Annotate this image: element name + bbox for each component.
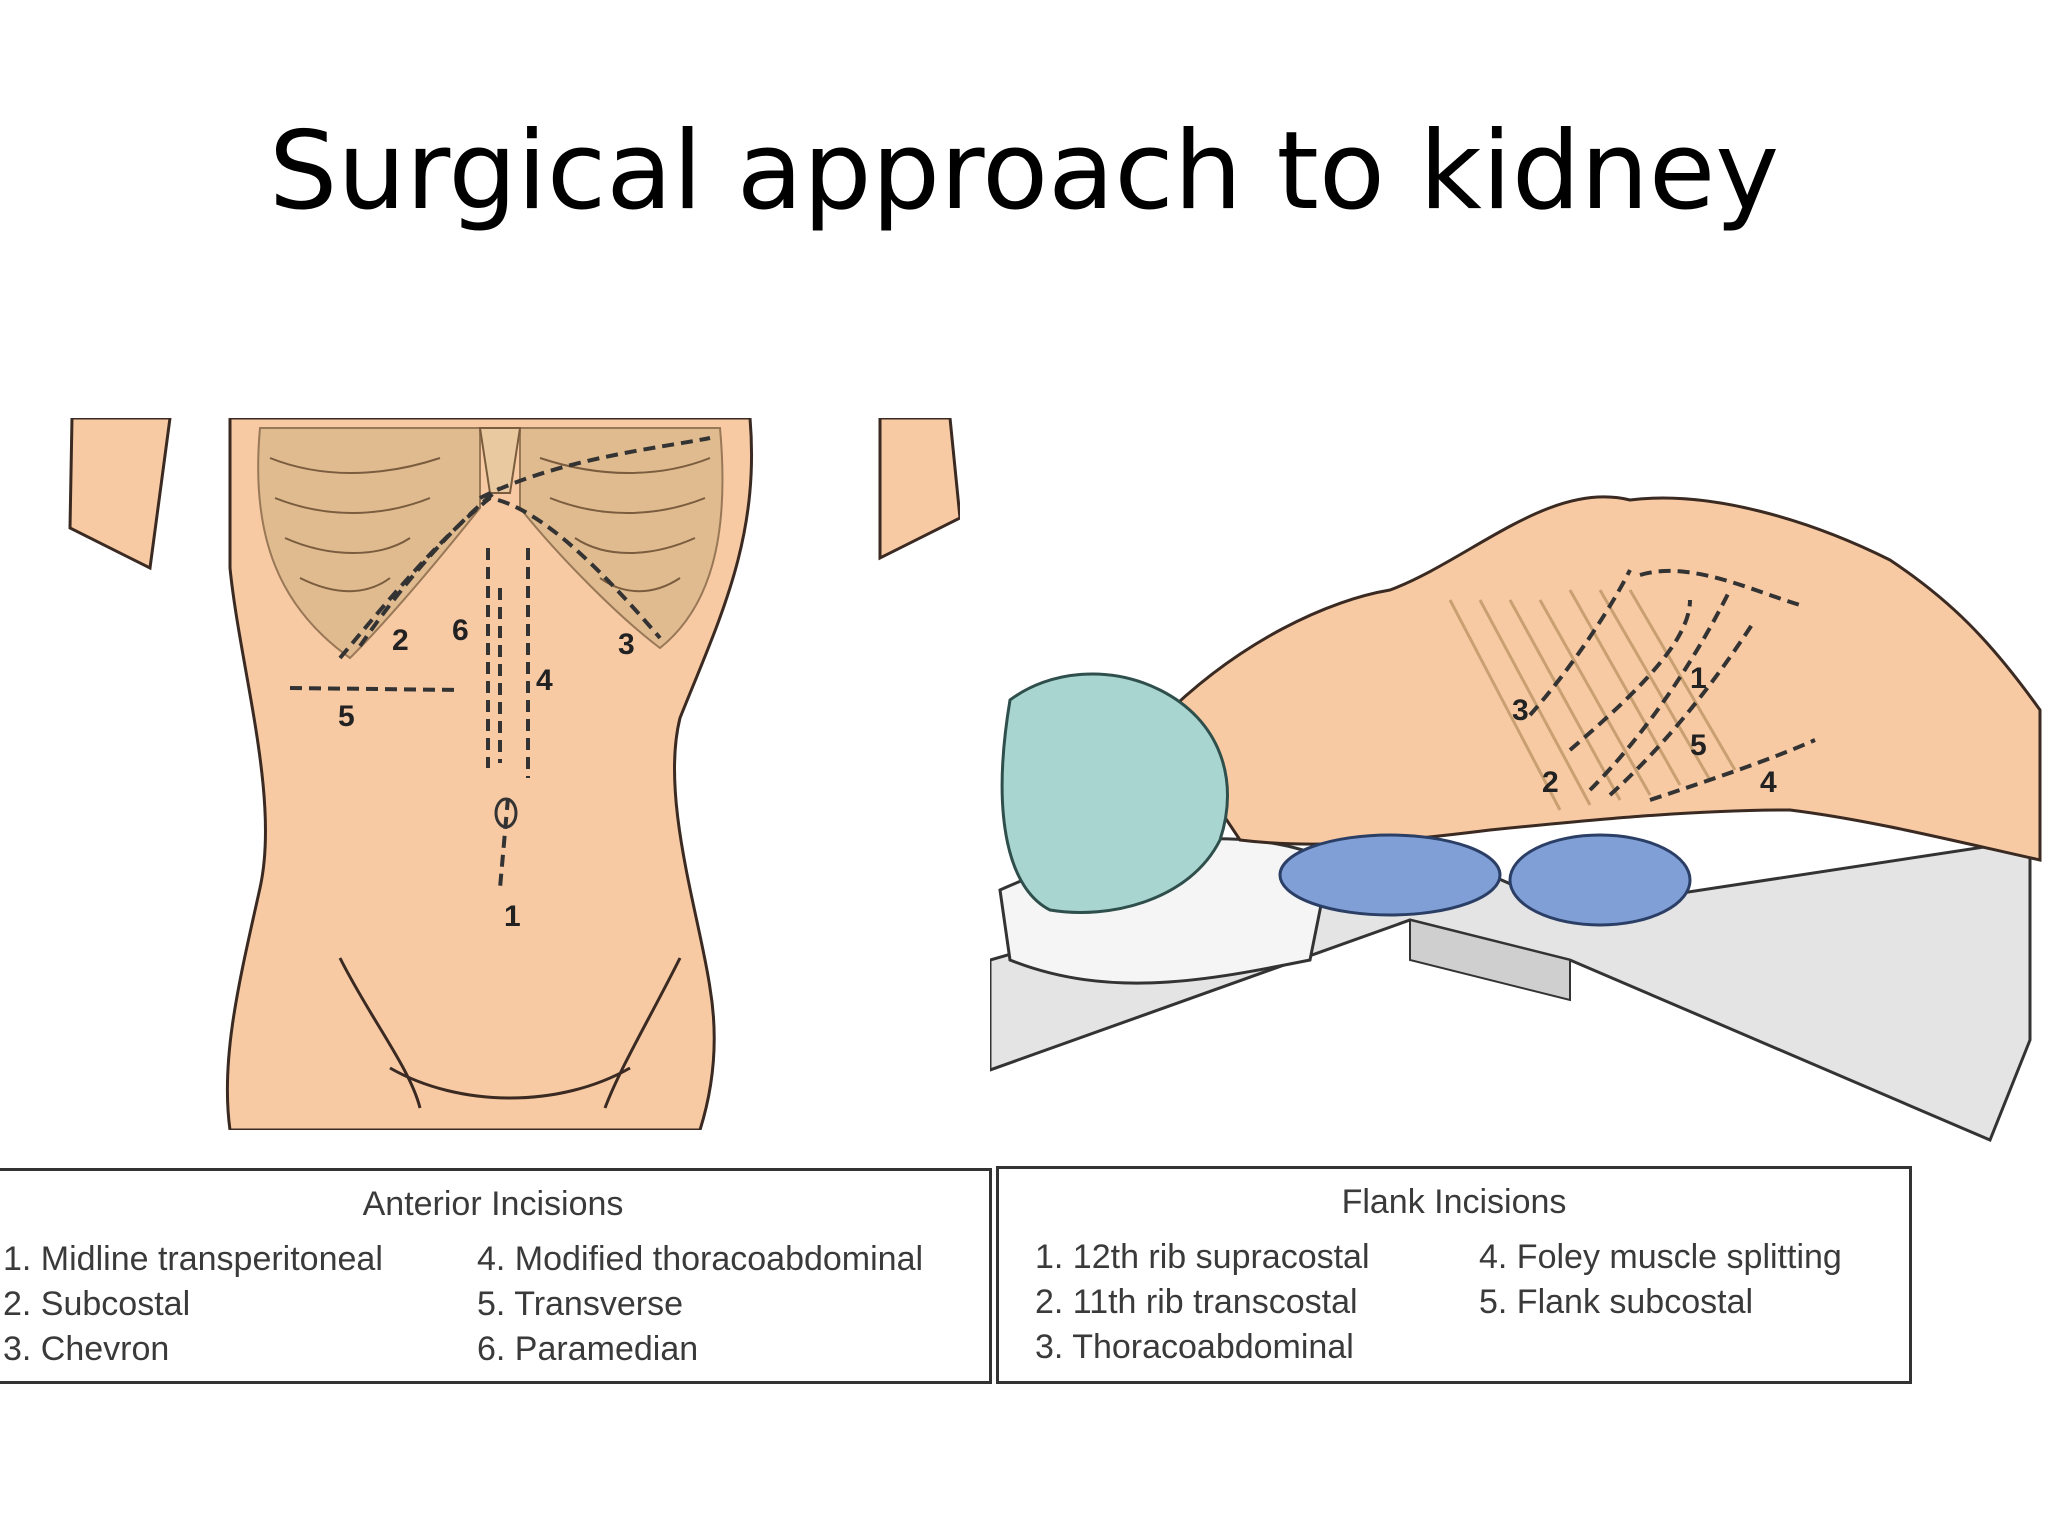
legend-item: 1. Midline transperitoneal bbox=[3, 1240, 383, 1278]
svg-text:1: 1 bbox=[504, 900, 521, 933]
legend-item: 3. Thoracoabdominal bbox=[1035, 1328, 1354, 1366]
slide-title: Surgical approach to kidney bbox=[268, 109, 1780, 234]
legend-item: 2. 11th rib transcostal bbox=[1035, 1283, 1358, 1321]
flank-position-illustration: 1 3 2 5 4 bbox=[990, 495, 2042, 1142]
svg-text:3: 3 bbox=[1512, 694, 1529, 727]
legend-item: 1. 12th rib supracostal bbox=[1035, 1238, 1370, 1276]
svg-text:2: 2 bbox=[392, 624, 409, 657]
anterior-incisions-legend: Anterior Incisions 1. Midline transperit… bbox=[0, 1168, 992, 1384]
flank-incisions-heading: Flank Incisions bbox=[1341, 1183, 1567, 1221]
svg-text:1: 1 bbox=[1690, 662, 1707, 695]
legend-item: 2. Subcostal bbox=[3, 1285, 191, 1323]
legend-item: 6. Paramedian bbox=[477, 1330, 699, 1368]
legend-item: 3. Chevron bbox=[3, 1330, 170, 1368]
svg-text:4: 4 bbox=[1760, 766, 1777, 799]
anterior-incisions-heading: Anterior Incisions bbox=[362, 1185, 624, 1223]
svg-text:6: 6 bbox=[452, 614, 469, 647]
svg-text:5: 5 bbox=[1690, 729, 1707, 762]
flank-legend-column-2: 4. Foley muscle splitting 5. Flank subco… bbox=[1479, 1235, 1842, 1325]
anterior-torso-illustration: 2 6 3 4 5 1 bbox=[68, 418, 960, 1130]
anterior-legend-column-2: 4. Modified thoracoabdominal 5. Transver… bbox=[477, 1237, 923, 1372]
legend-item: 4. Modified thoracoabdominal bbox=[477, 1240, 924, 1278]
svg-text:5: 5 bbox=[338, 700, 355, 733]
svg-text:2: 2 bbox=[1542, 766, 1559, 799]
legend-item: 5. Transverse bbox=[477, 1285, 683, 1323]
svg-text:3: 3 bbox=[618, 628, 635, 661]
svg-text:4: 4 bbox=[536, 664, 553, 697]
flank-incisions-legend: Flank Incisions 1. 12th rib supracostal … bbox=[996, 1166, 1912, 1384]
legend-item: 5. Flank subcostal bbox=[1479, 1283, 1754, 1321]
flank-legend-column-1: 1. 12th rib supracostal 2. 11th rib tran… bbox=[1035, 1235, 1370, 1370]
legend-item: 4. Foley muscle splitting bbox=[1479, 1238, 1842, 1276]
anterior-legend-column-1: 1. Midline transperitoneal 2. Subcostal … bbox=[3, 1237, 383, 1372]
